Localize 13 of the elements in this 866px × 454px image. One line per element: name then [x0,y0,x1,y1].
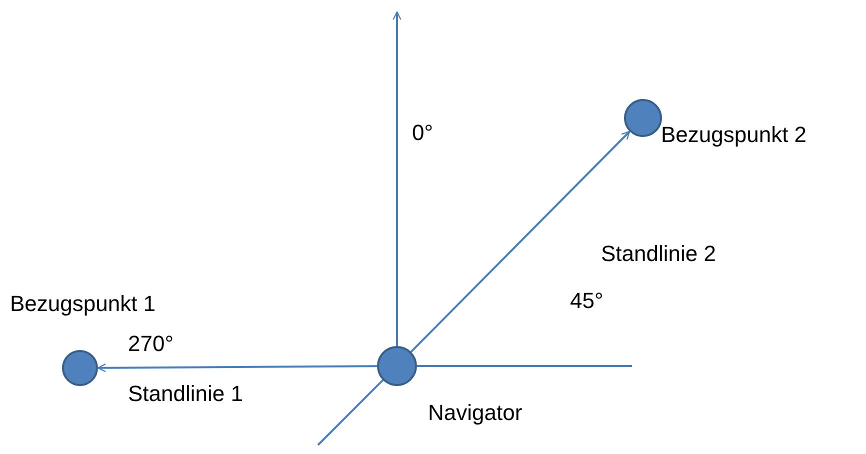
point-label: Navigator [428,402,522,424]
point-label: Bezugspunkt 1 [10,293,156,315]
arrow [410,130,630,352]
angle-label: 0° [412,122,434,144]
point-label: Bezugspunkt 2 [661,124,807,146]
arrow [97,364,377,372]
angle-label: 45° [570,290,604,312]
point-marker [62,350,98,386]
angle-label: 270° [128,333,174,355]
point-marker [377,346,417,386]
edge-label: Standlinie 2 [601,243,716,265]
point-marker [624,99,662,137]
edge-label: Standlinie 1 [128,383,243,405]
